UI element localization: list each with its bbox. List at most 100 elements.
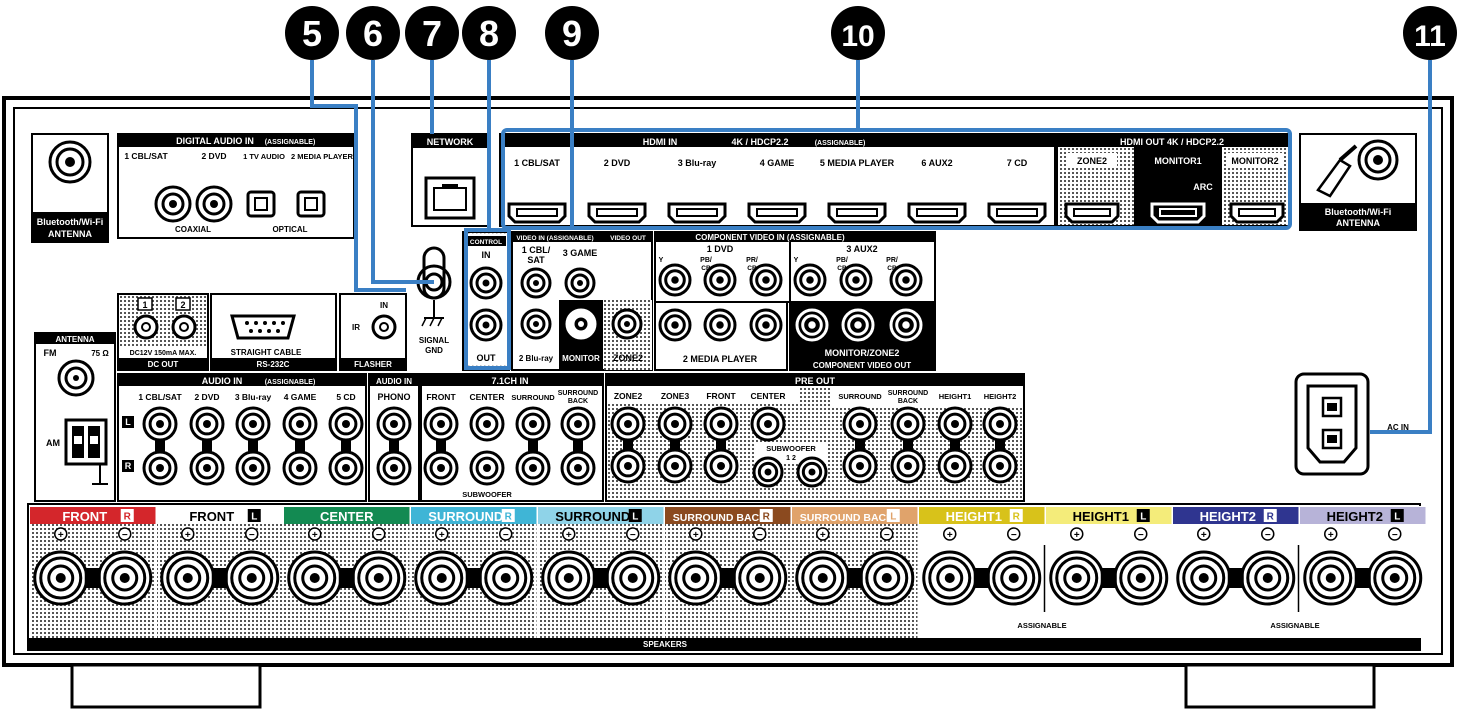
coaxial-jack-1[interactable] (154, 185, 192, 223)
speaker-terminal-1-minus[interactable] (97, 550, 153, 606)
pre-out-surround-l[interactable] (842, 406, 878, 442)
speaker-terminal-1-plus[interactable] (33, 550, 89, 606)
audio-in-2-r[interactable] (189, 450, 225, 486)
component-in-2-jack-3[interactable] (889, 263, 923, 297)
ch71-surround-back-l[interactable] (560, 406, 596, 442)
remote-in-jack[interactable] (469, 266, 503, 300)
network-port[interactable]: NETWORK (411, 133, 489, 227)
speaker-terminal-4-minus[interactable] (478, 550, 534, 606)
pre-out-height2-r[interactable] (982, 448, 1018, 484)
audio-in-3-r[interactable] (235, 450, 271, 486)
component-in-1-jack-1[interactable] (658, 263, 692, 297)
hdmi-in-port-1[interactable] (507, 202, 567, 224)
speaker-terminal-3-minus[interactable] (351, 550, 407, 606)
hdmi-in-port-5[interactable] (827, 202, 887, 224)
speaker-terminal-6-minus[interactable] (732, 550, 788, 606)
hdmi-in-port-2[interactable] (587, 202, 647, 224)
pre-out-zone3-l[interactable] (657, 406, 693, 442)
component-media-player-jack-1[interactable] (658, 308, 692, 342)
signal-gnd-terminal[interactable]: SIGNAL GND (416, 246, 452, 355)
audio-in-4-l[interactable] (282, 406, 318, 442)
speaker-terminal-11-minus[interactable] (1367, 550, 1423, 606)
pre-out-surround-back-r[interactable] (890, 448, 926, 484)
pre-out-front-r[interactable] (703, 448, 739, 484)
audio-in-5-r[interactable] (328, 450, 364, 486)
speaker-terminal-10-minus[interactable] (1240, 550, 1296, 606)
audio-in-1-l[interactable] (142, 406, 178, 442)
hdmi-out-port-2[interactable] (1150, 202, 1206, 224)
speaker-terminal-9-minus[interactable] (1113, 550, 1169, 606)
speaker-terminal-8-plus[interactable] (922, 550, 978, 606)
component-in-1-jack-2[interactable] (703, 263, 737, 297)
speaker-terminal-7-minus[interactable] (859, 550, 915, 606)
speaker-terminal-10-plus[interactable] (1176, 550, 1232, 606)
hdmi-out-port-1[interactable] (1064, 202, 1120, 224)
hdmi-out-port-3[interactable] (1229, 202, 1285, 224)
pre-out-zone2-l[interactable] (610, 406, 646, 442)
rs232c-port[interactable]: STRAIGHT CABLE RS-232C (210, 293, 337, 371)
speaker-terminal-8-minus[interactable] (986, 550, 1042, 606)
speaker-terminal-3-plus[interactable] (287, 550, 343, 606)
ac-inlet[interactable]: AC IN (1294, 372, 1409, 476)
pre-out-zone3-r[interactable] (657, 448, 693, 484)
coaxial-jack-2[interactable] (195, 185, 233, 223)
audio-in-1-r[interactable] (142, 450, 178, 486)
optical-jack-1[interactable] (246, 190, 276, 218)
component-media-player-jack-2[interactable] (703, 308, 737, 342)
pre-out-height2-l[interactable] (982, 406, 1018, 442)
phono-r[interactable] (376, 450, 412, 486)
pre-out-subwoofer-2[interactable] (796, 456, 828, 488)
ch71-front-l[interactable] (423, 406, 459, 442)
pre-out-surround-r[interactable] (842, 448, 878, 484)
component-in-1-jack-3[interactable] (749, 263, 783, 297)
hdmi-in-port-6[interactable] (907, 202, 967, 224)
speaker-terminal-5-minus[interactable] (605, 550, 661, 606)
audio-in-4-r[interactable] (282, 450, 318, 486)
component-out-jack-1[interactable] (795, 308, 829, 342)
ch71-surround-back-r[interactable] (560, 450, 596, 486)
component-media-player-jack-3[interactable] (749, 308, 783, 342)
pre-out-surround-back-l[interactable] (890, 406, 926, 442)
pre-out-center[interactable] (750, 406, 786, 442)
video-in-jack-2[interactable] (520, 308, 552, 340)
video-out-monitor-jack[interactable] (565, 308, 597, 340)
hdmi-in-port-4[interactable] (747, 202, 807, 224)
ch71-center[interactable] (469, 406, 505, 442)
speaker-terminal-9-plus[interactable] (1049, 550, 1105, 606)
component-in-2-jack-1[interactable] (793, 263, 827, 297)
bt-wifi-antenna-left[interactable]: Bluetooth/Wi-Fi ANTENNA (31, 133, 109, 243)
video-in-jack-3[interactable] (564, 267, 596, 299)
pre-out-height1-l[interactable] (937, 406, 973, 442)
hdmi-in-port-7[interactable] (987, 202, 1047, 224)
speaker-terminal-4-plus[interactable] (414, 550, 470, 606)
video-out-zone2-jack[interactable] (611, 308, 643, 340)
ch71-subwoofer[interactable] (469, 450, 505, 486)
fm-antenna-jack[interactable] (57, 359, 95, 397)
component-out-jack-3[interactable] (889, 308, 923, 342)
remote-out-jack[interactable] (469, 308, 503, 342)
speaker-terminal-11-plus[interactable] (1303, 550, 1359, 606)
component-out-jack-2[interactable] (841, 308, 875, 342)
pre-out-front-l[interactable] (703, 406, 739, 442)
speaker-terminal-2-plus[interactable] (160, 550, 216, 606)
component-in-2-jack-2[interactable] (839, 263, 873, 297)
speaker-terminal-7-plus[interactable] (795, 550, 851, 606)
ch71-surround-r[interactable] (515, 450, 551, 486)
optical-jack-2[interactable] (296, 190, 326, 218)
phono-l[interactable] (376, 406, 412, 442)
pre-out-height1-r[interactable] (937, 448, 973, 484)
am-antenna-terminal[interactable] (64, 418, 108, 466)
video-in-jack-1[interactable] (520, 267, 552, 299)
ch71-surround-l[interactable] (515, 406, 551, 442)
bt-wifi-antenna-right[interactable]: Bluetooth/Wi-Fi ANTENNA (1299, 133, 1417, 231)
audio-in-2-l[interactable] (189, 406, 225, 442)
speaker-terminal-5-plus[interactable] (541, 550, 597, 606)
dc-out-jack-2[interactable] (171, 314, 197, 340)
hdmi-in-port-3[interactable] (667, 202, 727, 224)
dc-out-jack-1[interactable] (133, 314, 159, 340)
speaker-terminal-6-plus[interactable] (668, 550, 724, 606)
pre-out-zone2-r[interactable] (610, 448, 646, 484)
audio-in-3-l[interactable] (235, 406, 271, 442)
ch71-front-r[interactable] (423, 450, 459, 486)
audio-in-5-l[interactable] (328, 406, 364, 442)
